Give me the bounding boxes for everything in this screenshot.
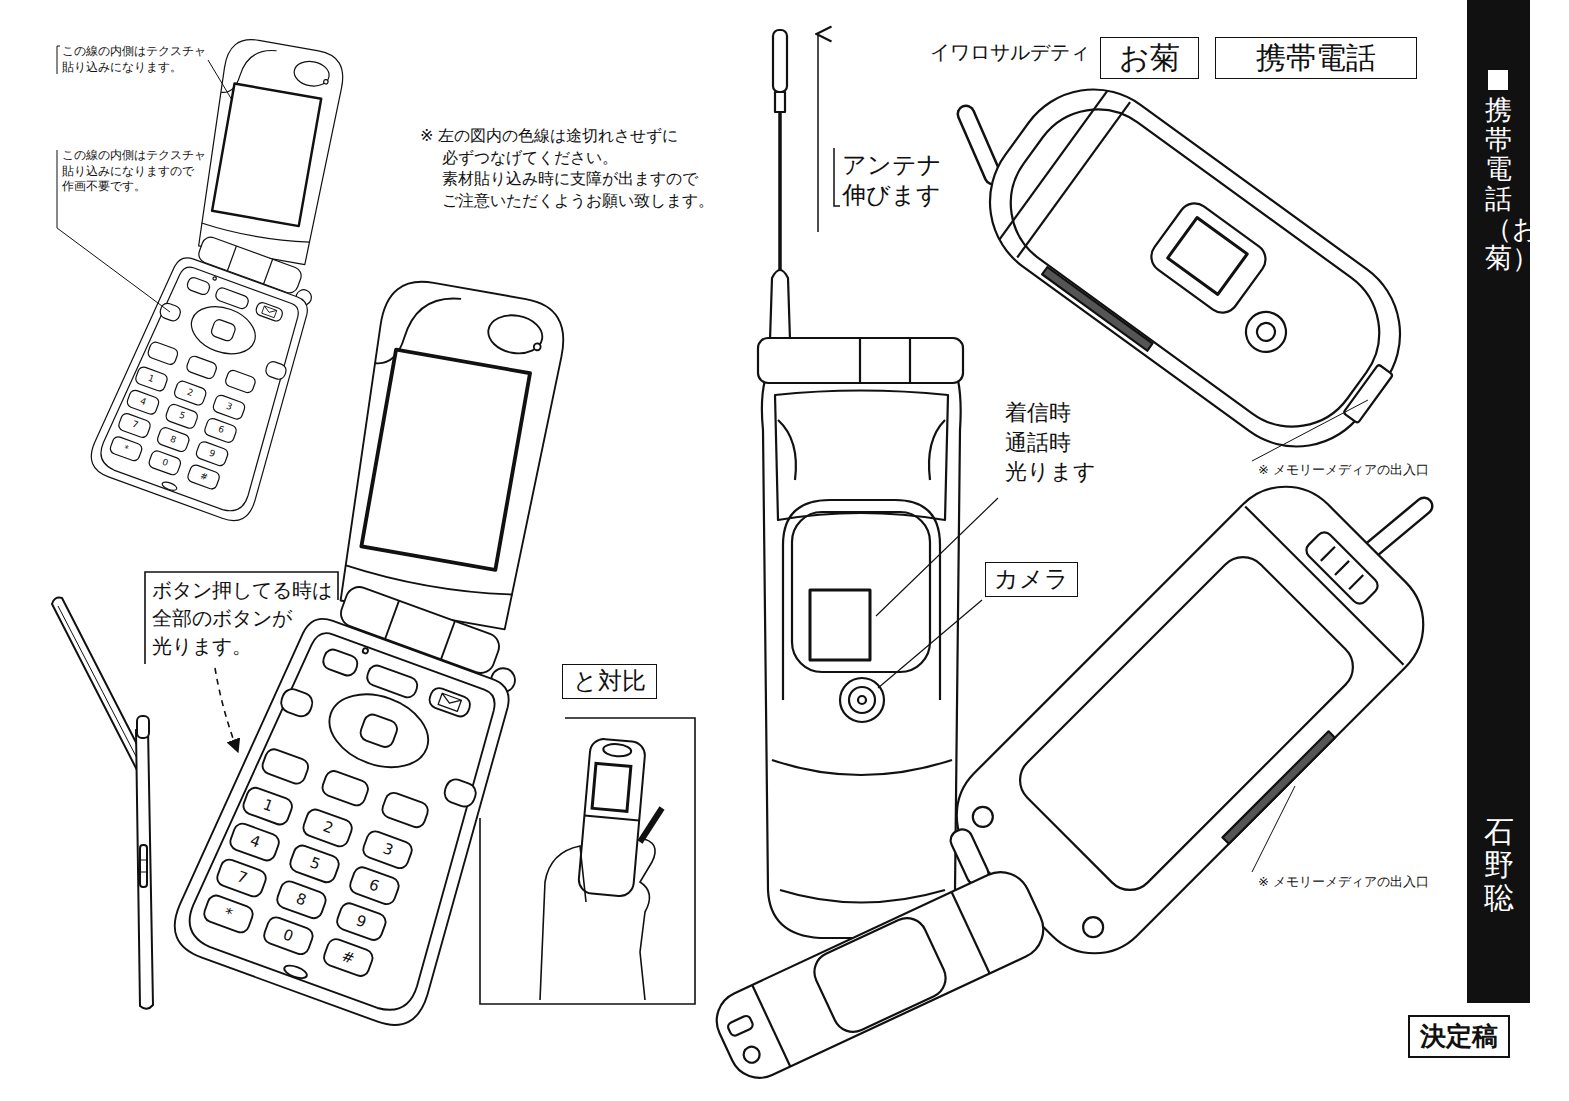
handwritten-note: アンテナ 伸びます (842, 150, 942, 210)
box-text: 決定稿 (1420, 1021, 1498, 1052)
annotation-note: ※ 左の図内の色線は途切れさせずに 必ずつなげてください。 素材貼り込み時に支障… (420, 125, 772, 211)
box-text: カメラ (994, 565, 1069, 594)
stamp-box: 決定稿 (1408, 1015, 1510, 1058)
box-text: と対比 (573, 667, 646, 696)
handwritten-note: 着信時 通話時 光ります (1005, 398, 1096, 487)
annotation-note: ※ メモリーメディアの出入口 (1258, 462, 1429, 478)
header-box: 携帯電話 (1215, 37, 1417, 79)
antenna-arrow (818, 34, 840, 232)
leader-lines (57, 46, 232, 312)
header-box: お菊 (1100, 37, 1199, 79)
annotation-note: ※ メモリーメディアの出入口 (1258, 874, 1429, 890)
open-phone-small (85, 35, 347, 526)
title-band: 携帯電話（お菊） 石野聡 (1467, 0, 1530, 1003)
handwritten-note: ボタン押してる時は 全部のボタンが 光ります。 (152, 576, 332, 660)
handwritten-note: イワロサルデティ (930, 40, 1090, 64)
hand-comparison (480, 718, 695, 1004)
annotation-note: この線の内側はテクスチャ 貼り込みになります。 (62, 44, 206, 75)
annotation-note: この線の内側はテクスチャ 貼り込みになりますので 作画不要です。 (62, 148, 206, 195)
side-view-phone (52, 598, 153, 1009)
side-band (1467, 0, 1530, 1003)
note-bracket (145, 572, 338, 752)
leader-lines (876, 498, 998, 688)
vertical-title: 携帯電話（お菊） (1485, 95, 1512, 273)
callout-box: カメラ (985, 562, 1078, 597)
callout-box: と対比 (562, 664, 657, 699)
box-text: 携帯電話 (1256, 40, 1376, 76)
vertical-title: 石野聡 (1484, 815, 1514, 914)
closed-phone-front (758, 30, 963, 938)
box-text: お菊 (1119, 40, 1180, 76)
closed-phone-side (685, 814, 1054, 1087)
